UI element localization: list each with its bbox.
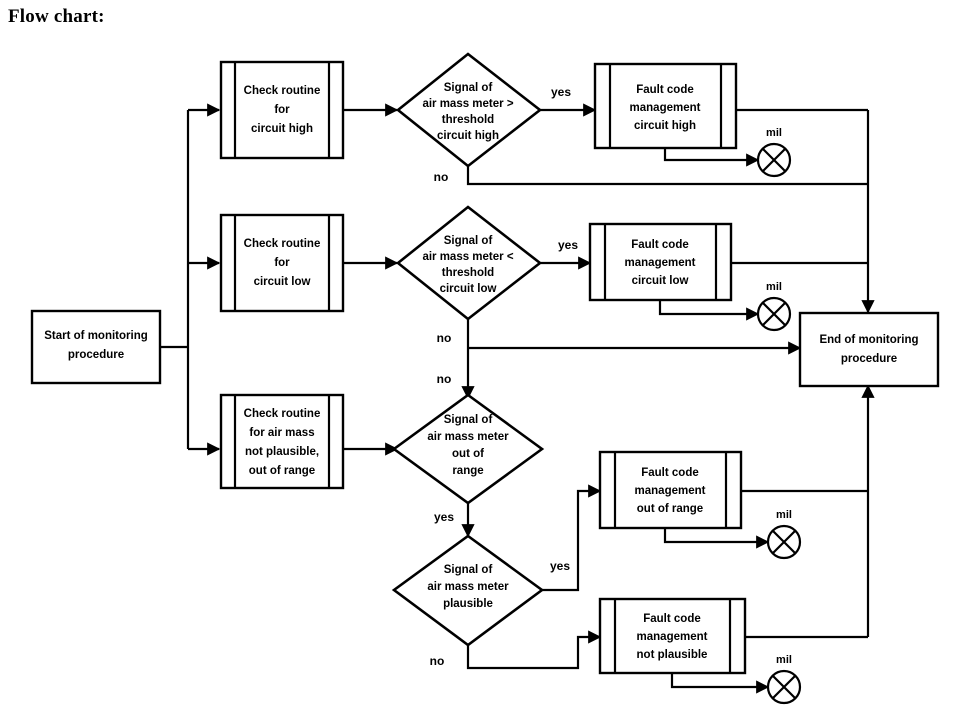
node-check-range-line-2: not plausible, bbox=[245, 446, 319, 458]
edge-label-no-low-2: no bbox=[437, 372, 452, 386]
mil-label-circuit-high: mil bbox=[766, 127, 782, 139]
node-check-range-line-3: out of range bbox=[249, 465, 315, 477]
node-check-high-line-1: for bbox=[274, 104, 290, 116]
node-dec-high-line-1: air mass meter > bbox=[422, 98, 513, 110]
mil-lamp-not-plausible[interactable]: mil bbox=[766, 654, 802, 705]
page-title: Flow chart: bbox=[8, 6, 105, 27]
node-fault-range-line-2: out of range bbox=[637, 503, 703, 515]
edge-decplaus-no bbox=[466, 630, 602, 670]
connectors bbox=[160, 103, 875, 694]
node-fault-low-line-2: circuit low bbox=[632, 275, 689, 287]
node-fault-plaus-line-1: management bbox=[637, 631, 708, 643]
edge-label-yes-plausible: yes bbox=[550, 559, 570, 573]
node-dec-low-line-0: Signal of bbox=[444, 235, 493, 247]
node-decision-plausible[interactable]: Signal of air mass meter plausible bbox=[391, 534, 545, 647]
node-check-range-line-1: for air mass bbox=[249, 427, 314, 439]
node-check-routine-circuit-high[interactable]: Check routine for circuit high bbox=[219, 60, 345, 160]
node-check-high-line-0: Check routine bbox=[244, 85, 321, 97]
node-fault-code-out-of-range[interactable]: Fault code management out of range bbox=[598, 450, 743, 530]
node-dec-plaus-line-1: air mass meter bbox=[427, 581, 509, 593]
edge-faultplaus-mil bbox=[670, 673, 770, 694]
node-fault-code-circuit-low[interactable]: Fault code management circuit low bbox=[588, 222, 733, 302]
edge-label-yes-low: yes bbox=[558, 238, 578, 252]
node-end-line-1: procedure bbox=[841, 353, 897, 365]
edge-label-no-plausible: no bbox=[430, 654, 445, 668]
node-fault-range-line-1: management bbox=[635, 485, 706, 497]
node-dec-high-line-0: Signal of bbox=[444, 82, 493, 94]
mil-label-not-plausible: mil bbox=[776, 654, 792, 666]
node-fault-high-line-2: circuit high bbox=[634, 120, 696, 132]
node-dec-high-line-2: threshold bbox=[442, 114, 494, 126]
edge-faultrange-mil bbox=[663, 528, 770, 549]
node-dec-range-line-2: out of bbox=[452, 448, 484, 460]
edge-dechigh-no bbox=[466, 166, 868, 186]
node-check-low-line-0: Check routine bbox=[244, 238, 321, 250]
edge-faultlow-mil bbox=[658, 300, 760, 321]
node-decision-circuit-low[interactable]: Signal of air mass meter < threshold cir… bbox=[395, 205, 543, 321]
node-fault-low-line-0: Fault code bbox=[631, 239, 689, 251]
node-decision-out-of-range[interactable]: Signal of air mass meter out of range bbox=[391, 393, 545, 505]
node-fault-plaus-line-0: Fault code bbox=[643, 613, 701, 625]
node-dec-plaus-line-0: Signal of bbox=[444, 564, 493, 576]
node-start-line-1: procedure bbox=[68, 349, 124, 361]
mil-label-circuit-low: mil bbox=[766, 281, 782, 293]
node-end-line-0: End of monitoring bbox=[819, 334, 918, 346]
node-fault-high-line-1: management bbox=[630, 102, 701, 114]
node-fault-plaus-line-2: not plausible bbox=[637, 649, 708, 661]
node-decision-circuit-high[interactable]: Signal of air mass meter > threshold cir… bbox=[395, 52, 543, 168]
node-check-routine-out-of-range[interactable]: Check routine for air mass not plausible… bbox=[219, 393, 345, 490]
edge-label-no-low: no bbox=[437, 331, 452, 345]
node-end[interactable]: End of monitoring procedure bbox=[798, 311, 940, 388]
node-check-low-line-2: circuit low bbox=[254, 276, 311, 288]
node-start[interactable]: Start of monitoring procedure bbox=[30, 309, 162, 385]
node-fault-code-not-plausible[interactable]: Fault code management not plausible bbox=[598, 597, 747, 675]
mil-lamp-circuit-low[interactable]: mil bbox=[756, 281, 792, 332]
edge-labels: yes no yes no no yes yes no bbox=[430, 85, 579, 668]
edge-decplaus-yes bbox=[540, 484, 602, 592]
node-start-line-0: Start of monitoring bbox=[44, 330, 148, 342]
node-dec-range-line-3: range bbox=[452, 465, 483, 477]
node-dec-low-line-3: circuit low bbox=[440, 283, 497, 295]
mil-lamp-out-of-range[interactable]: mil bbox=[766, 509, 802, 560]
node-dec-low-line-2: threshold bbox=[442, 267, 494, 279]
edge-label-yes-range: yes bbox=[434, 510, 454, 524]
edge-label-yes-high: yes bbox=[551, 85, 571, 99]
mil-lamp-circuit-high[interactable]: mil bbox=[756, 127, 792, 178]
mil-label-out-of-range: mil bbox=[776, 509, 792, 521]
node-check-low-line-1: for bbox=[274, 257, 290, 269]
node-dec-range-line-1: air mass meter bbox=[427, 431, 509, 443]
node-fault-code-circuit-high[interactable]: Fault code management circuit high bbox=[593, 62, 738, 150]
node-check-routine-circuit-low[interactable]: Check routine for circuit low bbox=[219, 213, 345, 313]
node-dec-plaus-line-2: plausible bbox=[443, 598, 493, 610]
node-dec-range-line-0: Signal of bbox=[444, 414, 493, 426]
node-dec-high-line-3: circuit high bbox=[437, 130, 499, 142]
node-fault-high-line-0: Fault code bbox=[636, 84, 694, 96]
edge-label-no-high: no bbox=[434, 170, 449, 184]
edge-faulthigh-mil bbox=[663, 148, 760, 167]
node-check-range-line-0: Check routine bbox=[244, 408, 321, 420]
node-check-high-line-2: circuit high bbox=[251, 123, 313, 135]
node-fault-low-line-1: management bbox=[625, 257, 696, 269]
node-dec-low-line-1: air mass meter < bbox=[422, 251, 513, 263]
node-fault-range-line-0: Fault code bbox=[641, 467, 699, 479]
